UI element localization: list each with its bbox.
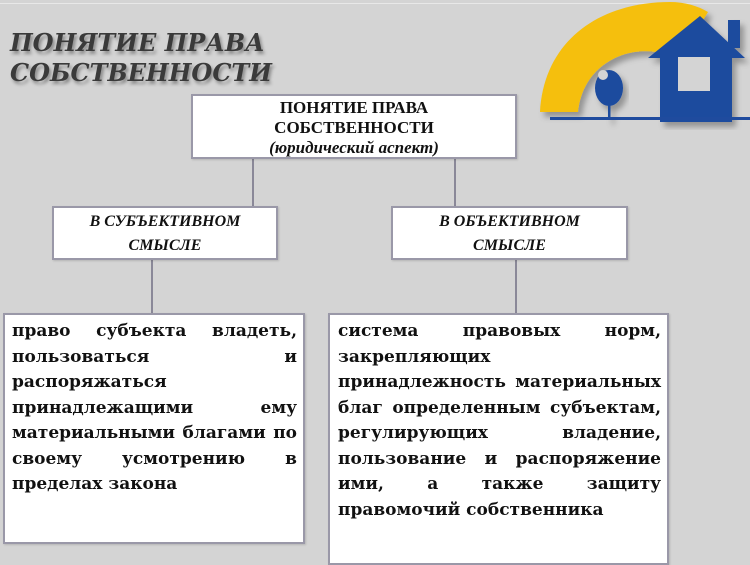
root-concept-box: ПОНЯТИЕ ПРАВА СОБСТВЕННОСТИ (юридический… [191, 94, 517, 159]
house-sun-tree-logo-icon [540, 2, 750, 122]
root-subtitle: (юридический аспект) [269, 138, 439, 157]
root-line1: ПОНЯТИЕ ПРАВА [279, 98, 429, 117]
objective-header-line1: В ОБЪЕКТИВНОМ [439, 213, 580, 230]
objective-sense-box: В ОБЪЕКТИВНОМ СМЫСЛЕ [391, 206, 628, 260]
slide-title-line1: ПОНЯТИЕ ПРАВА [10, 28, 265, 57]
slide-title: ПОНЯТИЕ ПРАВА СОБСТВЕННОСТИ [10, 28, 310, 88]
subjective-definition-text: право субъекта владеть, пользоваться и р… [12, 321, 297, 494]
subjective-header-line1: В СУБЪЕКТИВНОМ [89, 213, 241, 230]
root-line2: СОБСТВЕННОСТИ [274, 118, 434, 137]
connector-left [151, 259, 153, 313]
connector-right [515, 259, 517, 313]
objective-header-line2: СМЫСЛЕ [473, 237, 546, 254]
subjective-header-line2: СМЫСЛЕ [128, 237, 202, 254]
objective-definition-box: система правовых норм, закрепляющих прин… [328, 313, 669, 565]
top-rule [0, 3, 750, 4]
slide-title-line2: СОБСТВЕННОСТИ [10, 58, 272, 87]
subjective-sense-box: В СУБЪЕКТИВНОМ СМЫСЛЕ [52, 206, 278, 260]
objective-definition-text: система правовых норм, закрепляющих прин… [338, 321, 661, 520]
connector-root-left [252, 158, 254, 206]
subjective-definition-box: право субъекта владеть, пользоваться и р… [3, 313, 305, 544]
connector-root-right [454, 158, 456, 206]
